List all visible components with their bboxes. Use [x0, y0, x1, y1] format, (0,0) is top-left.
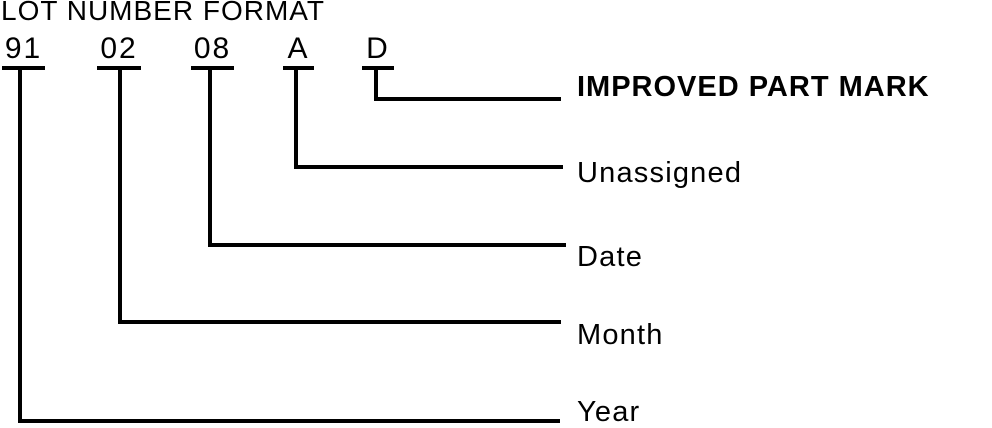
underline-unassigned — [283, 66, 314, 70]
label-year: Year — [577, 396, 641, 428]
underline-year — [2, 66, 45, 70]
lot-code-year: 91 — [4, 32, 43, 65]
label-month: Month — [577, 319, 664, 351]
diagram-title: LOT NUMBER FORMAT — [1, 0, 325, 26]
lot-code-date: 08 — [193, 32, 232, 65]
lot-code-unassigned: A — [287, 32, 310, 65]
lot-code-month: 02 — [100, 32, 138, 65]
connector-horizontal-date — [208, 243, 566, 247]
connector-vertical-year — [18, 70, 22, 423]
label-improved-part-mark: IMPROVED PART MARK — [577, 71, 930, 103]
label-date: Date — [577, 241, 644, 273]
underline-improved-part-mark — [362, 66, 394, 70]
connector-horizontal-year — [18, 419, 560, 423]
label-unassigned: Unassigned — [577, 157, 743, 189]
connector-horizontal-improved-part-mark — [374, 97, 561, 101]
connector-horizontal-month — [118, 320, 561, 324]
connector-horizontal-unassigned — [294, 165, 563, 169]
underline-date — [191, 66, 234, 70]
connector-vertical-unassigned — [294, 70, 298, 169]
lot-code-improved-part-mark: D — [366, 32, 390, 65]
underline-month — [97, 66, 141, 70]
connector-vertical-month — [118, 70, 122, 324]
connector-vertical-improved-part-mark — [374, 70, 378, 101]
connector-vertical-date — [208, 70, 212, 247]
